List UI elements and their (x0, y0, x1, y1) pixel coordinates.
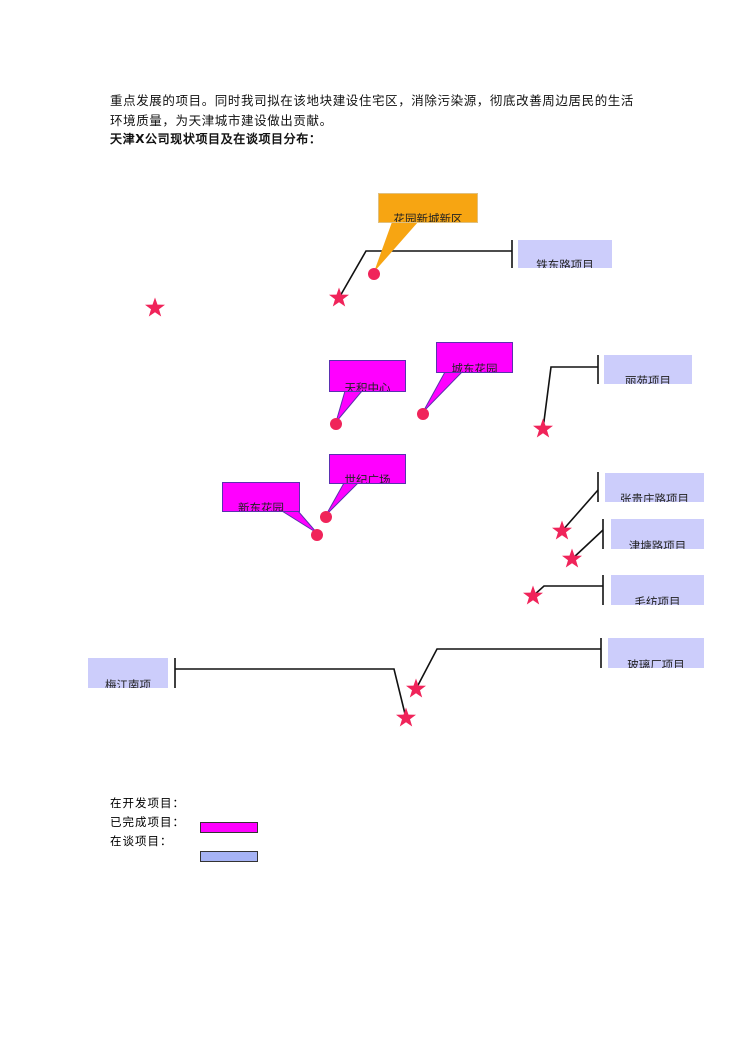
project-label: 丽苑项目 (625, 374, 671, 384)
leader-line (532, 585, 603, 597)
paragraph-line: 重点发展的项目。同时我司拟在该地块建设住宅区，消除污染源，彻底改善周边居民的生活 (110, 93, 635, 108)
negotiating-project-box: 毛纺项目 (611, 575, 704, 605)
negotiating-project-box: 梅江南项 (88, 658, 168, 688)
leader-line (542, 366, 598, 430)
legend-negotiating-label: 在谈项目： (110, 834, 173, 848)
callout-completed: 城东花园 (436, 342, 513, 373)
paragraph-line: 环境质量，为天津城市建设做出贡献。 (110, 113, 333, 128)
callout-tail (422, 371, 464, 413)
legend-completed-swatch (200, 822, 258, 833)
star-marker-icon (145, 297, 165, 317)
negotiating-project-box: 铁东路项目 (518, 240, 612, 268)
project-label: 毛纺项目 (634, 595, 681, 605)
callout-label: 花园新城新区 (393, 212, 463, 223)
legend-completed-label: 已完成项目： (110, 815, 185, 829)
negotiating-project-box: 玻璃厂项目 (608, 638, 704, 668)
project-label: 张贵庄路项目 (620, 492, 689, 502)
callout-completed: 世纪广场 (329, 454, 406, 484)
negotiating-project-box: 张贵庄路项目 (605, 473, 704, 502)
project-label: 津塘路项目 (628, 539, 687, 549)
project-label: 玻璃厂项目 (627, 658, 685, 668)
callout-label: 新东花园 (238, 501, 284, 512)
star-marker-icon (533, 418, 553, 438)
callout-tail (325, 482, 360, 516)
star-marker-icon (396, 707, 416, 727)
leader-line (338, 250, 512, 299)
callout-tail (280, 510, 318, 534)
star-marker-icon (329, 287, 349, 307)
location-dot (368, 268, 380, 280)
location-dot (417, 408, 429, 420)
callout-completed: 天积中心 (329, 360, 406, 392)
callout-label: 天积中心 (344, 381, 391, 392)
location-dot (320, 511, 332, 523)
location-dot (311, 529, 323, 541)
project-label: 梅江南项 (105, 678, 151, 688)
location-dot (330, 418, 342, 430)
leader-line (571, 529, 604, 560)
project-label: 铁东路项目 (536, 258, 594, 268)
leader-line (175, 668, 407, 719)
leader-line (415, 648, 601, 690)
star-marker-icon (552, 520, 572, 540)
legend-developing-label: 在开发项目： (110, 796, 185, 810)
callout-developing: 花园新城新区 (378, 193, 478, 223)
negotiating-project-box: 津塘路项目 (611, 519, 704, 549)
section-heading: 天津X公司现状项目及在谈项目分布： (110, 132, 322, 146)
callout-tail (335, 390, 364, 423)
legend-negotiating-swatch (200, 851, 258, 862)
callout-label: 世纪广场 (344, 473, 391, 484)
callout-completed: 新东花园 (222, 482, 300, 512)
star-marker-icon (523, 585, 543, 605)
leader-line (561, 489, 599, 532)
callout-tail (374, 222, 418, 272)
star-marker-icon (562, 548, 582, 568)
star-marker-icon (406, 678, 426, 698)
negotiating-project-box: 丽苑项目 (604, 355, 692, 384)
callout-label: 城东花园 (451, 362, 498, 373)
